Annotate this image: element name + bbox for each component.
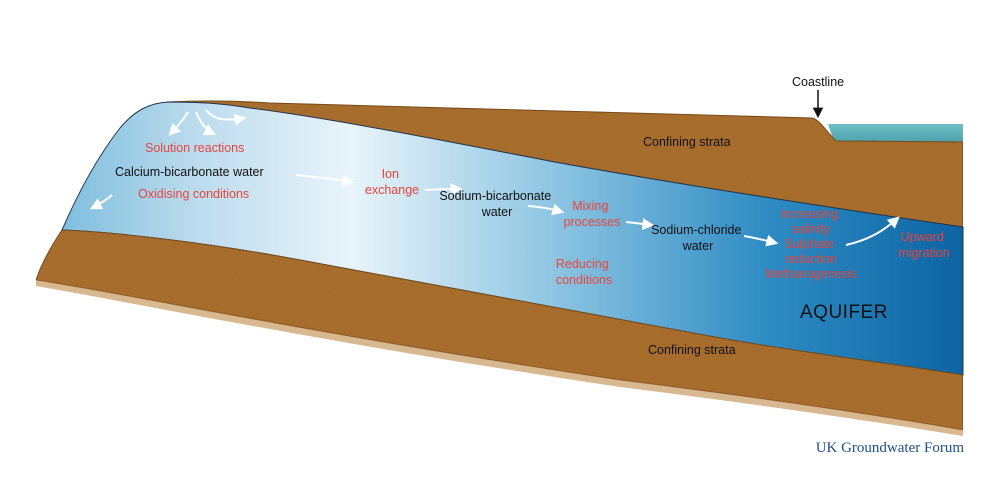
lower-strata-fringe (36, 280, 963, 436)
increasing-salinity-label: Increasing salinity (780, 207, 841, 236)
flow-arrows (295, 174, 900, 247)
mixing-processes-label: Mixing processes (564, 199, 621, 229)
sodium-bicarbonate-label: Sodium-bicarbonate water (439, 189, 554, 219)
sulphate-reduction-label: Sulphate reduction (785, 237, 838, 266)
ion-exchange-label: Ion exchange (365, 167, 419, 197)
credit-label: UK Groundwater Forum (815, 440, 964, 456)
sea (828, 124, 963, 142)
upward-migration-label: Upward migration (898, 230, 949, 260)
solution-reactions-label: Solution reactions (145, 141, 244, 155)
calcium-bicarbonate-label: Calcium-bicarbonate water (115, 165, 264, 179)
coastline-label: Coastline (792, 75, 844, 89)
oxidising-conditions-label: Oxidising conditions (138, 187, 249, 201)
lower-confining-strata (35, 229, 964, 431)
confining-strata-bottom-label: Confining strata (648, 343, 736, 357)
reducing-conditions-label: Reducing conditions (556, 257, 612, 287)
aquifer-label: AQUIFER (800, 302, 888, 323)
recharge-arrows (89, 109, 247, 210)
confining-strata-top-label: Confining strata (643, 135, 731, 149)
sodium-chloride-label: Sodium-chloride water (651, 223, 745, 253)
methanogenesis-label: Methanogenesis (765, 267, 857, 281)
